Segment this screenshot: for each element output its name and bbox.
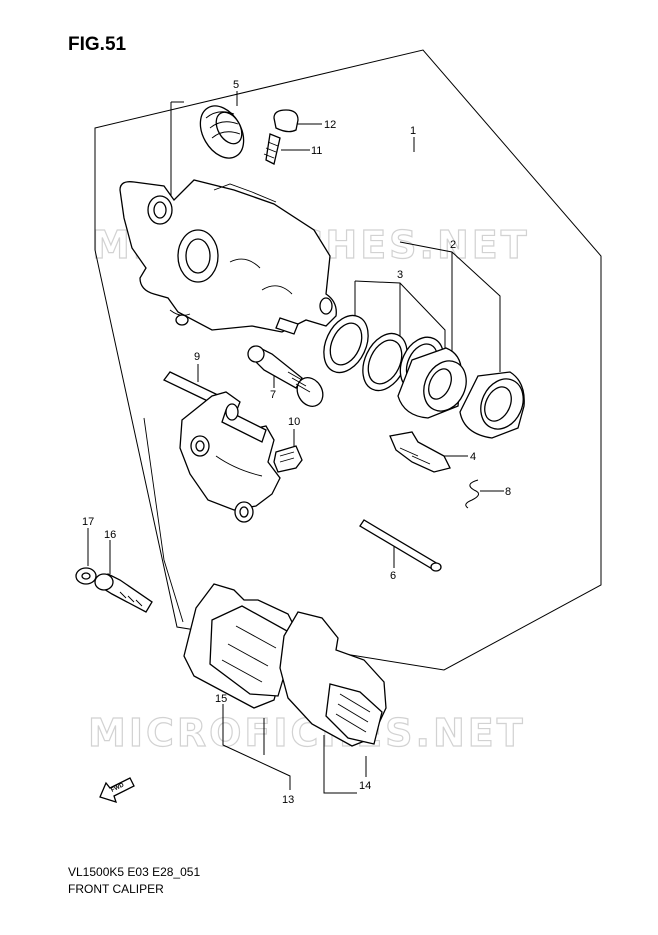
part-2-pistons: [397, 336, 525, 439]
part-3-seals: [323, 314, 408, 392]
part-16-bolt: [94, 573, 153, 613]
callout-1: 1: [410, 125, 416, 137]
callout-8: 8: [505, 486, 511, 498]
watermark-bottom: MICROFICHES.NET: [88, 711, 526, 755]
callout-15: 15: [215, 693, 227, 705]
callout-16: 16: [104, 529, 116, 541]
caliper-body: [119, 179, 337, 335]
callout-10: 10: [288, 416, 300, 428]
leader-lines: [87, 91, 504, 794]
part-10-spring: [273, 445, 303, 473]
part-12-cap: [273, 109, 299, 133]
part-17-washer: [75, 567, 97, 585]
callout-4: 4: [470, 451, 476, 463]
part-11-bleeder: [263, 133, 281, 165]
forward-arrow-icon: FWD: [99, 777, 135, 803]
assembly-frame: [94, 49, 602, 671]
callout-17: 17: [82, 516, 94, 528]
part-5-boot: [199, 105, 245, 159]
part-8-clip: [465, 479, 479, 509]
part-4-pad-spring: [389, 431, 451, 473]
part-7-bolt: [247, 345, 324, 407]
callout-3: 3: [397, 269, 403, 281]
figure-title: FIG.51: [68, 34, 127, 55]
callout-9: 9: [194, 351, 200, 363]
callout-12: 12: [324, 119, 336, 131]
fwd-label: FWD: [110, 782, 126, 794]
callout-11: 11: [311, 145, 322, 157]
callout-14: 14: [359, 780, 371, 792]
figure-caption: FRONT CALIPER: [68, 882, 164, 896]
part-13-brake-pad-set: [183, 583, 387, 747]
part-6-pin: [359, 519, 442, 572]
callout-5: 5: [233, 79, 239, 91]
model-code: VL1500K5 E03 E28_051: [68, 865, 201, 879]
callout-2: 2: [450, 239, 456, 251]
callout-7: 7: [270, 389, 276, 401]
part-9-bracket: [163, 371, 281, 523]
callout-13: 13: [282, 794, 294, 806]
callout-6: 6: [390, 570, 396, 582]
